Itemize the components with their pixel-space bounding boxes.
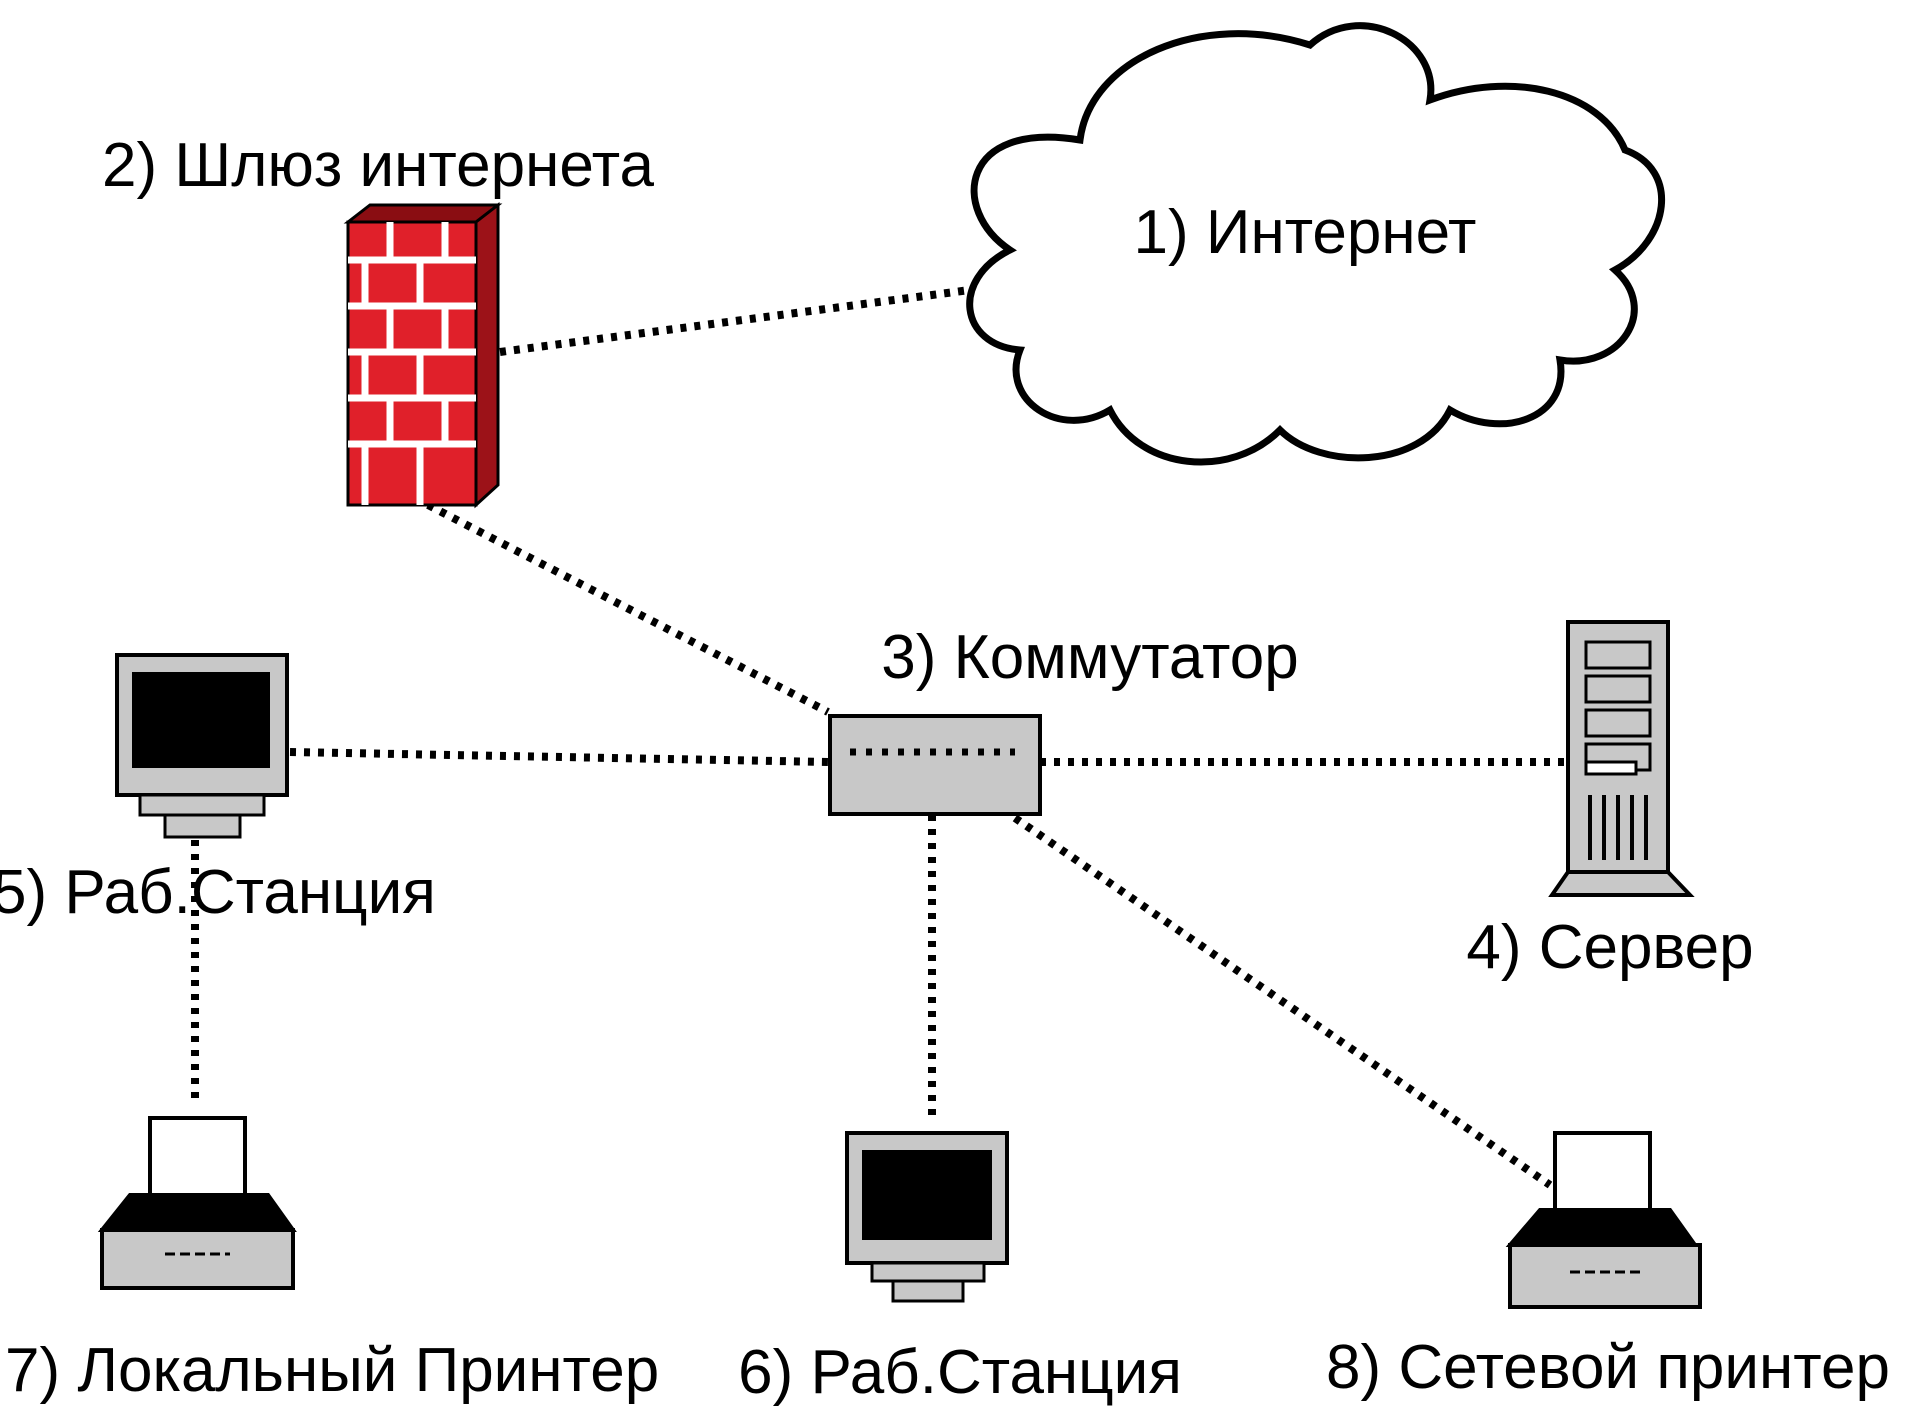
link-gateway-internet: [499, 284, 986, 356]
firewall-icon: [343, 201, 503, 509]
node-switch: 3) Коммутатор: [828, 623, 1299, 816]
link-gateway-switch: [426, 501, 830, 716]
node-gateway: 2) Шлюз интернета: [102, 131, 654, 509]
node-network-printer: 8) Сетевой принтер: [1326, 1131, 1890, 1402]
cloud-icon: [966, 22, 1665, 466]
link-switch-network-printer: [1012, 814, 1553, 1189]
network-printer-label: 8) Сетевой принтер: [1326, 1333, 1890, 1402]
node-internet: 1) Интернет: [966, 22, 1665, 466]
local-printer-label: 7) Локальный Принтер: [5, 1336, 659, 1405]
server-icon: [1548, 620, 1695, 897]
node-workstation-5: 5) Раб.Станция: [0, 653, 436, 927]
gateway-label: 2) Шлюз интернета: [102, 131, 654, 200]
printer-icon: [1505, 1131, 1702, 1309]
internet-label: 1) Интернет: [1134, 198, 1477, 267]
workstation-6-label: 6) Раб.Станция: [738, 1338, 1182, 1407]
node-server: 4) Сервер: [1466, 620, 1754, 982]
node-local-printer: 7) Локальный Принтер: [5, 1116, 659, 1405]
switch-label: 3) Коммутатор: [881, 623, 1298, 692]
server-label: 4) Сервер: [1466, 913, 1753, 982]
links: [191, 284, 1565, 1189]
workstation-5-label: 5) Раб.Станция: [0, 858, 436, 927]
printer-icon: [97, 1116, 297, 1290]
link-switch-workstation-5: [289, 748, 831, 766]
switch-icon: [828, 714, 1042, 816]
monitor-icon: [845, 1131, 1009, 1303]
node-workstation-6: 6) Раб.Станция: [738, 1131, 1182, 1407]
monitor-icon: [115, 653, 289, 839]
